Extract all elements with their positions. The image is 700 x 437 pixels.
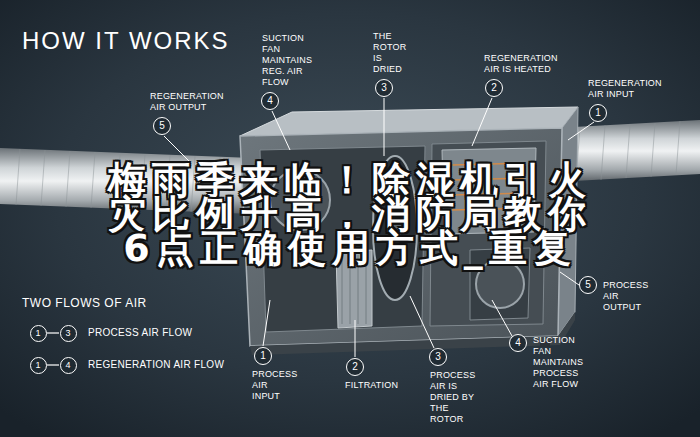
callout-label: PROCESS AIR IS DRIED BY THE ROTOR (430, 370, 476, 425)
callout-number: 2 (485, 79, 503, 97)
duct-left (66, 151, 70, 207)
callout: 3PROCESS AIR IS DRIED BY THE ROTOR (429, 348, 476, 425)
legend-callout-number: 3 (60, 325, 77, 342)
duct-right (601, 125, 605, 180)
callout-label: REGENERATION AIR OUTPUT (150, 91, 224, 113)
overlay-headline: 梅雨季来临！除湿机引火灾比例升高，消防局教你6点正确使用方式_重复 (105, 163, 595, 265)
callout-number: 4 (261, 92, 279, 110)
callout-number: 1 (589, 104, 607, 122)
callout-number: 1 (254, 347, 272, 365)
machine (476, 260, 524, 308)
page-title: HOW IT WORKS (22, 27, 230, 55)
callout: 4 SUCTION FAN MAINTAINS REG. AIR FLOW (261, 33, 313, 110)
callout: 4 SUCTION FAN MAINTAINS PROCESS AIR FLOW (509, 334, 584, 390)
leader-lines (355, 320, 356, 357)
duct-left (41, 150, 45, 206)
callout-label: REGENERATION AIR IS HEATED (484, 53, 558, 75)
callout-label: SUCTION FAN MAINTAINS REG. AIR FLOW (262, 33, 313, 88)
legend-callout-number: 1 (30, 357, 47, 374)
duct-left (91, 152, 95, 208)
callout-label: SUCTION FAN MAINTAINS PROCESS AIR FLOW (533, 335, 584, 390)
duct-right (651, 123, 655, 177)
leader-lines (472, 98, 492, 146)
callout-number: 2 (346, 358, 364, 376)
callout-number: 4 (509, 334, 527, 352)
leader-lines (384, 98, 385, 156)
legend-dashes (47, 332, 59, 333)
duct-left (16, 149, 20, 205)
legend-heading: TWO FLOWS OF AIR (22, 296, 147, 310)
machine (342, 256, 343, 324)
callout: 1 REGENERATION AIR INPUT (588, 78, 662, 122)
callout-label: PROCESS AIR OUTPUT (603, 280, 649, 313)
callout-number: 5 (153, 117, 171, 135)
callout-label: PROCESS AIR INPUT (252, 369, 298, 402)
callout: 5 PROCESS AIR OUTPUT (579, 276, 649, 313)
machine (250, 312, 575, 355)
machine (350, 255, 351, 324)
leader-lines (164, 136, 190, 162)
legend-callout-number: 4 (60, 357, 77, 374)
callout-number: 3 (375, 79, 393, 97)
leader-lines (492, 300, 512, 336)
leader-lines (272, 111, 290, 150)
duct-right (676, 121, 680, 175)
callout-label: REGENERATION AIR INPUT (588, 78, 662, 100)
legend-entry: PROCESS AIR FLOW (88, 327, 192, 339)
legend-entry: REGENERATION AIR FLOW (88, 359, 224, 371)
leader-lines (263, 300, 270, 346)
leader-lines (568, 122, 594, 140)
callout-number: 3 (429, 348, 447, 366)
duct-right (626, 124, 630, 178)
callout: 3 THE ROTOR IS DRIED (373, 31, 407, 97)
callout-label: FILTRATION (345, 380, 398, 391)
legend-dashes (47, 333, 59, 365)
leader-lines (410, 296, 434, 348)
callout: 5 REGENERATION AIR OUTPUT (150, 91, 224, 135)
callout: 2FILTRATION (345, 358, 399, 391)
callout-label: THE ROTOR IS DRIED (373, 31, 407, 75)
callout-number: 5 (579, 276, 597, 294)
callout: 2 REGENERATION AIR IS HEATED (484, 53, 558, 97)
legend-dashes (47, 364, 59, 365)
legend-callout-number: 1 (30, 325, 47, 342)
callout: 1PROCESS AIR INPUT (252, 347, 298, 402)
leader-lines (560, 272, 579, 285)
machine (358, 255, 359, 324)
